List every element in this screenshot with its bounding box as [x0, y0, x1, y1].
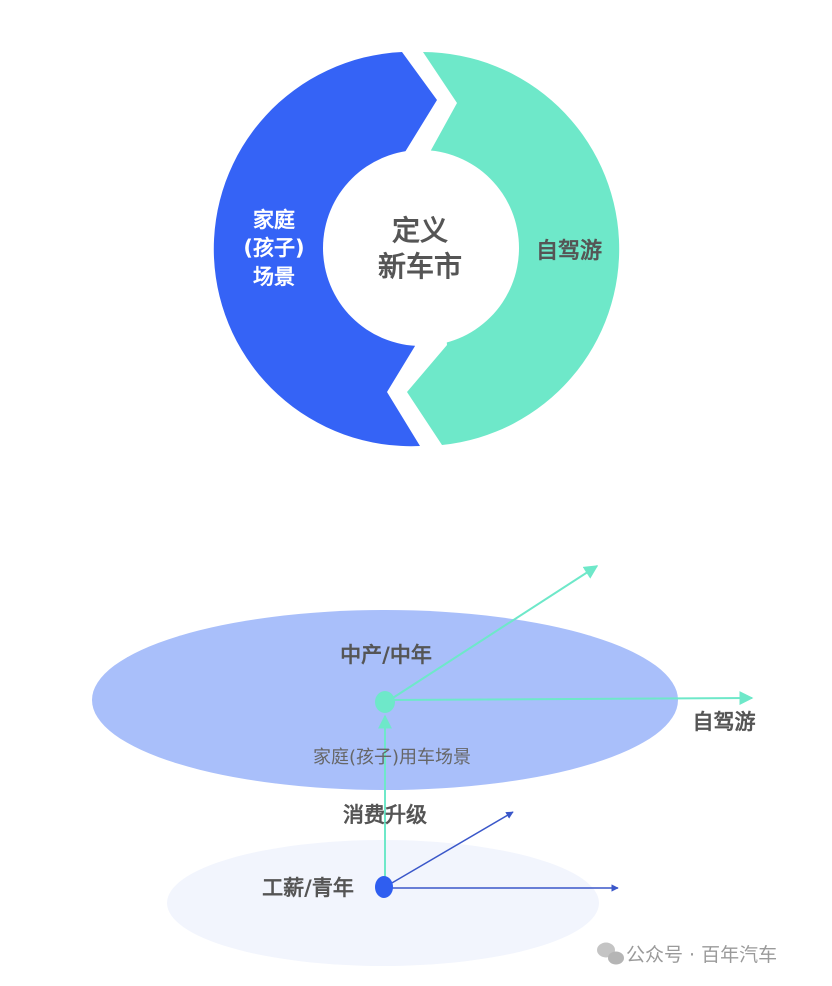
upper-group-label: 中产/中年 [340, 643, 432, 667]
lower-node-dot [375, 876, 393, 898]
lower-group-label: 工薪/青年 [262, 876, 354, 900]
upper-horizontal-arrow [384, 691, 754, 706]
growth-diagram: 中产/中年 家庭(孩子)用车场景 自驾游 消费升级 工薪/青年 [92, 565, 756, 966]
upper-scene-label: 家庭(孩子)用车场景 [313, 747, 471, 768]
ring-center [323, 150, 519, 346]
upgrade-label: 消费升级 [343, 803, 427, 827]
upper-diagonal-arrow [384, 565, 599, 704]
lower-diagonal-arrow [384, 811, 514, 888]
center-title-line1: 定义 [392, 214, 448, 247]
lower-ellipse [167, 840, 599, 966]
left-label-line3: 场景 [253, 265, 295, 289]
watermark: 公众号 · 百年汽车 [597, 942, 777, 966]
upper-node-dot [375, 691, 395, 713]
left-label-line2: (孩子) [243, 236, 304, 260]
selfdrive-label: 自驾游 [693, 710, 756, 734]
cycle-ring: 定义 新车市 家庭 (孩子) 场景 自驾游 [213, 52, 620, 447]
watermark-text: 公众号 · 百年汽车 [626, 944, 777, 966]
right-label: 自驾游 [536, 238, 602, 264]
left-label-line1: 家庭 [253, 208, 295, 232]
center-title-line2: 新车市 [378, 250, 462, 283]
wechat-icon [597, 942, 624, 965]
